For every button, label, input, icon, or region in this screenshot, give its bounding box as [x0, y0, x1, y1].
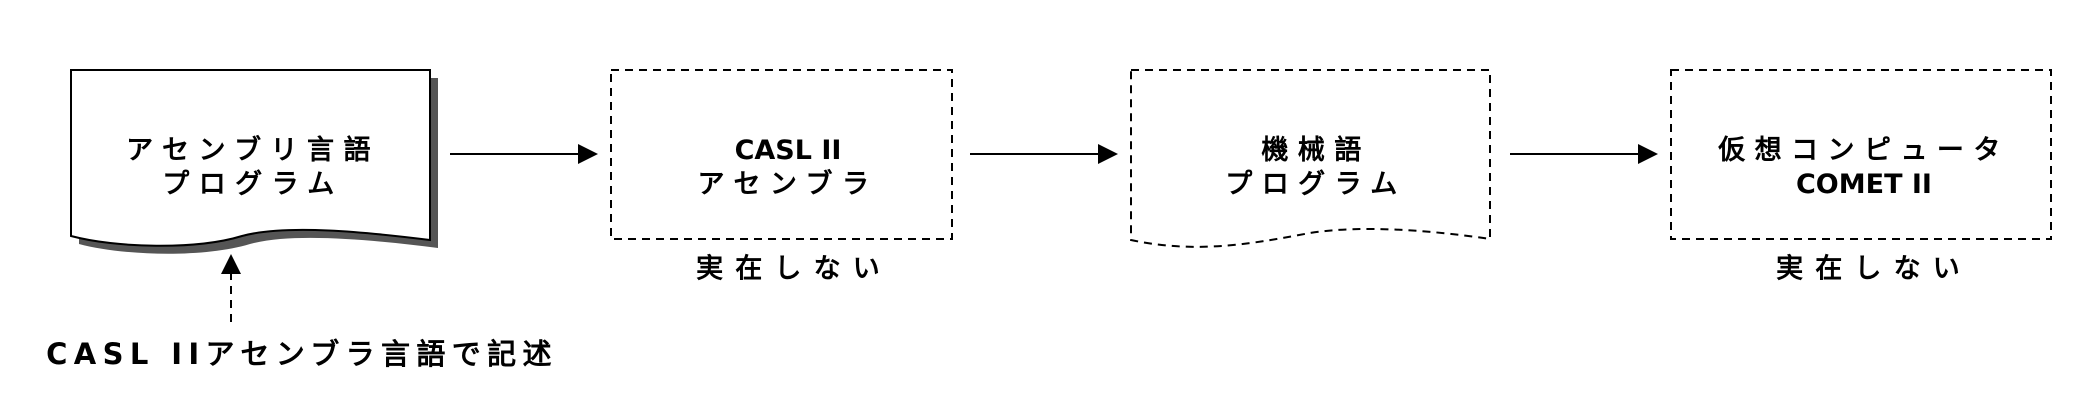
machine-program-label-line1: 機械語 — [1261, 135, 1371, 166]
source-program-label-line2: プログラム — [162, 169, 344, 200]
source-language-note: CASL IIアセンブラ言語で記述 — [46, 337, 558, 371]
assembler-label: CASL II アセンブラ — [698, 134, 879, 202]
source-program-label-line1: アセンブリ言語 — [126, 135, 380, 166]
assembler-label-line2: アセンブラ — [697, 169, 879, 200]
computer-label: 仮想コンピュータ COMET II — [1718, 134, 2010, 202]
computer-box — [1670, 69, 2052, 240]
assembler-caption: 実在しない — [696, 253, 892, 285]
source-program-label: アセンブリ言語 プログラム — [126, 134, 380, 202]
computer-label-line1: 仮想コンピュータ — [1718, 135, 2010, 166]
source-program-document — [70, 69, 438, 254]
computer-caption: 実在しない — [1776, 253, 1972, 285]
assembler-box — [610, 69, 953, 240]
computer-label-line2: COMET II — [1795, 169, 1932, 200]
machine-program-document — [1130, 69, 1491, 248]
machine-program-label: 機械語 プログラム — [1225, 134, 1406, 202]
machine-program-label-line2: プログラム — [1225, 169, 1407, 200]
assembler-label-line1: CASL II — [734, 135, 842, 166]
